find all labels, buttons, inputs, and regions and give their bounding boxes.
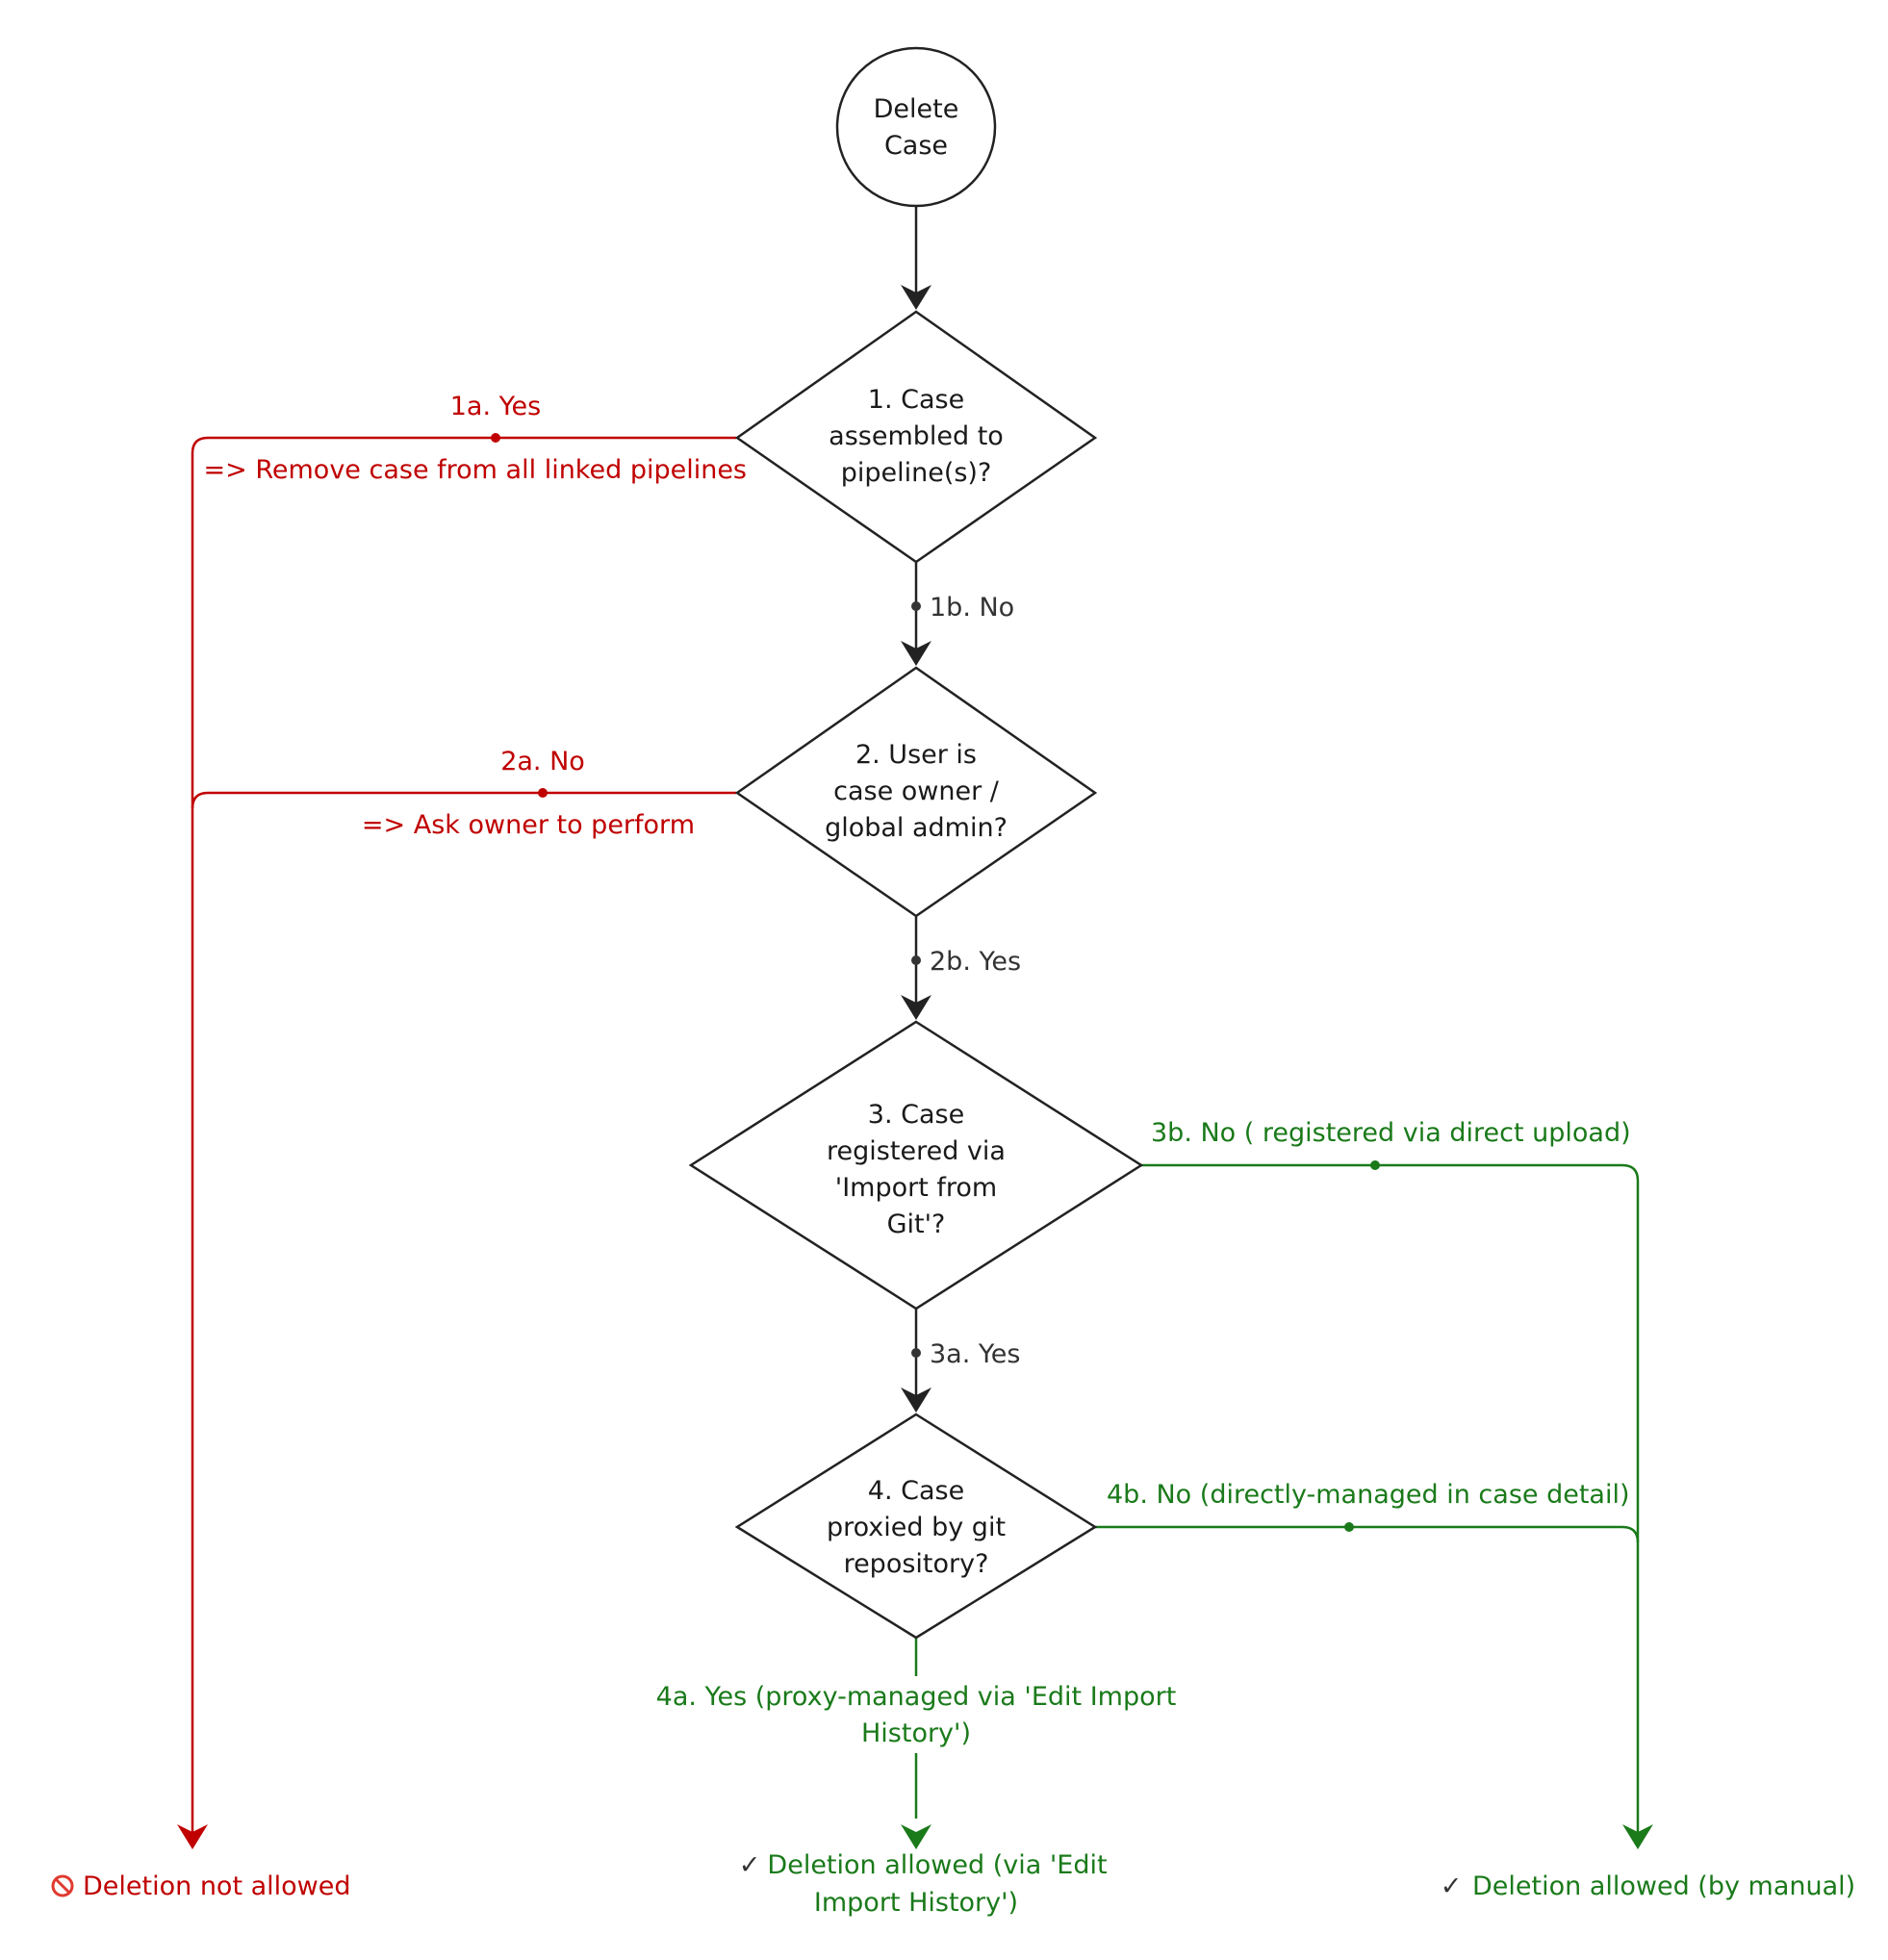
arrowhead-into-decision-1 bbox=[901, 285, 931, 310]
edge-dot-4b bbox=[1344, 1522, 1354, 1532]
edge-note-2a: => Ask owner to perform bbox=[362, 810, 695, 840]
decision-3-line-4: Git'? bbox=[887, 1209, 946, 1239]
edge-label-2b: 2b. Yes bbox=[930, 947, 1021, 977]
edge-label-4b: 4b. No (directly-managed in case detail) bbox=[1107, 1480, 1630, 1510]
decision-2-line-3: global admin? bbox=[825, 813, 1008, 843]
decision-3-line-1: 3. Case bbox=[868, 1100, 964, 1130]
arrowhead-into-decision-2 bbox=[901, 641, 931, 666]
edge-2a-no bbox=[191, 791, 736, 809]
start-node-delete-case bbox=[835, 46, 997, 208]
edge-4b-no bbox=[1095, 1525, 1640, 1543]
decision-4-diamond bbox=[734, 1413, 1098, 1640]
checkmark-icon: ✓ bbox=[1441, 1871, 1463, 1901]
decision-3-diamond bbox=[688, 1020, 1144, 1311]
decision-3-line-3: 'Import from bbox=[835, 1173, 997, 1203]
edge-label-4a-line-1: 4a. Yes (proxy-managed via 'Edit Import bbox=[656, 1682, 1177, 1712]
decision-4-line-2: proxied by git bbox=[827, 1513, 1006, 1542]
edge-dot-2b bbox=[911, 955, 921, 965]
decision-1-diamond bbox=[734, 310, 1098, 564]
arrowhead-allowed-manual bbox=[1622, 1824, 1653, 1849]
decision-4-line-3: repository? bbox=[844, 1549, 989, 1579]
edge-1a-yes bbox=[191, 436, 736, 1836]
arrowhead-into-decision-3 bbox=[901, 995, 931, 1020]
edge-label-3b: 3b. No ( registered via direct upload) bbox=[1151, 1118, 1631, 1148]
prohibited-icon bbox=[51, 1874, 74, 1897]
edge-label-4a-line-2: History') bbox=[861, 1718, 971, 1748]
edge-label-2a: 2a. No bbox=[500, 747, 585, 776]
decision-1-line-2: assembled to bbox=[829, 421, 1004, 451]
outcome-deletion-allowed-manual: Deletion allowed (by manual) bbox=[1472, 1871, 1855, 1901]
edge-label-1b: 1b. No bbox=[930, 593, 1014, 623]
decision-1-line-3: pipeline(s)? bbox=[841, 458, 992, 488]
edge-dot-2a bbox=[538, 788, 548, 798]
decision-4-line-1: 4. Case bbox=[868, 1476, 964, 1506]
decision-2-line-2: case owner / bbox=[833, 776, 1000, 806]
decision-1-line-1: 1. Case bbox=[868, 385, 964, 415]
edge-3b-no bbox=[1141, 1163, 1640, 1836]
checkmark-icon: ✓ bbox=[739, 1850, 761, 1880]
edge-dot-3b bbox=[1370, 1160, 1380, 1170]
outcome-deletion-allowed-import-line-2: Import History') bbox=[814, 1888, 1018, 1918]
edge-dot-1a bbox=[491, 433, 500, 443]
arrowhead-not-allowed bbox=[177, 1824, 208, 1849]
outcome-deletion-not-allowed: Deletion not allowed bbox=[83, 1871, 351, 1901]
outcome-deletion-allowed-import-line-1: Deletion allowed (via 'Edit bbox=[767, 1850, 1107, 1880]
edge-dot-3a bbox=[911, 1348, 921, 1358]
decision-2-diamond bbox=[734, 666, 1098, 918]
edge-label-3a: 3a. Yes bbox=[930, 1339, 1020, 1369]
arrowhead-allowed-import bbox=[901, 1824, 931, 1849]
decision-2-line-1: 2. User is bbox=[855, 740, 977, 770]
edge-note-1a: => Remove case from all linked pipelines bbox=[204, 455, 747, 485]
arrowhead-into-decision-4 bbox=[901, 1387, 931, 1413]
start-node-label-line-1: Delete bbox=[874, 94, 959, 124]
edge-dot-1b bbox=[911, 601, 921, 611]
decision-3-line-2: registered via bbox=[827, 1136, 1006, 1166]
start-node-label-line-2: Case bbox=[884, 131, 948, 161]
edge-label-1a: 1a. Yes bbox=[450, 392, 541, 421]
